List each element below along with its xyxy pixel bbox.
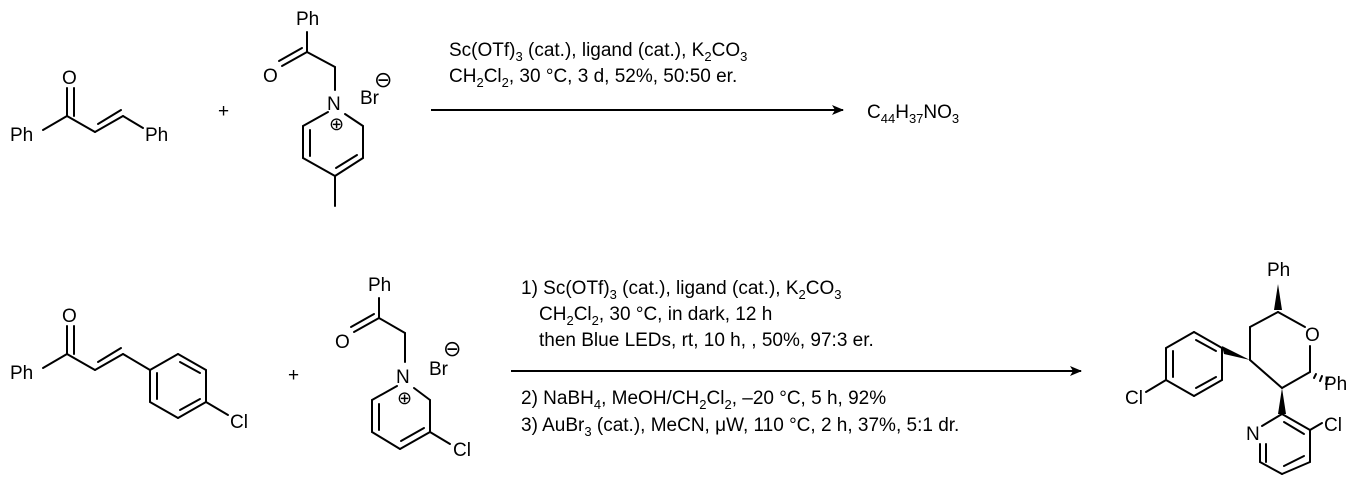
chlorine-label: Cl bbox=[1324, 415, 1342, 436]
tetrahydropyran-product-structure: Ph O Ph Cl N bbox=[1125, 260, 1347, 475]
phenyl-label: Ph bbox=[1324, 374, 1347, 395]
oxygen-label: O bbox=[335, 332, 350, 353]
oxygen-label: O bbox=[1305, 325, 1320, 346]
oxygen-label: O bbox=[263, 66, 278, 87]
chlorine-label: Cl bbox=[1125, 388, 1143, 409]
conditions-line: then Blue LEDs, rt, 10 h, , 50%, 97:3 er… bbox=[539, 330, 874, 351]
conditions-line: CH2Cl2, 30 °C, 3 d, 52%, 50:50 er. bbox=[449, 66, 737, 90]
bromide-label: Br bbox=[360, 88, 380, 109]
pyridinium-salt-structure: Ph O N Br ⊖ ⊕ Cl bbox=[335, 275, 471, 461]
pyridinium-salt-structure: Ph O N Br ⊖ ⊕ bbox=[263, 9, 392, 207]
chlorochalcone-structure: O Ph Cl bbox=[10, 306, 248, 433]
phenyl-label: Ph bbox=[368, 275, 391, 296]
chlorine-label: Cl bbox=[453, 440, 471, 461]
oxygen-label: O bbox=[62, 68, 77, 89]
conditions-line: 1) Sc(OTf)3 (cat.), ligand (cat.), K2CO3 bbox=[521, 278, 842, 302]
positive-charge-icon: ⊕ bbox=[397, 388, 412, 408]
phenyl-label: Ph bbox=[10, 125, 33, 146]
chlorine-label: Cl bbox=[230, 412, 248, 433]
positive-charge-icon: ⊕ bbox=[329, 114, 344, 134]
chalcone-structure: O Ph Ph bbox=[10, 68, 168, 146]
conditions-line: 3) AuBr3 (cat.), MeCN, μW, 110 °C, 2 h, … bbox=[521, 415, 959, 439]
plus-sign: + bbox=[218, 101, 229, 122]
conditions-line: Sc(OTf)3 (cat.), ligand (cat.), K2CO3 bbox=[449, 40, 747, 64]
plus-sign: + bbox=[288, 365, 299, 386]
negative-charge-icon: ⊖ bbox=[374, 67, 392, 92]
product-formula: C44H37NO3 bbox=[867, 102, 959, 126]
conditions-line: 2) NaBH4, MeOH/CH2Cl2, –20 °C, 5 h, 92% bbox=[521, 388, 886, 412]
phenyl-label: Ph bbox=[145, 125, 168, 146]
negative-charge-icon: ⊖ bbox=[443, 336, 461, 361]
bromide-label: Br bbox=[429, 359, 449, 380]
oxygen-label: O bbox=[62, 306, 77, 327]
phenyl-label: Ph bbox=[1267, 260, 1290, 281]
phenyl-label: Ph bbox=[296, 9, 319, 30]
phenyl-label: Ph bbox=[10, 363, 33, 384]
nitrogen-label: N bbox=[1246, 424, 1260, 445]
nitrogen-label: N bbox=[327, 94, 341, 115]
conditions-line: CH2Cl2, 30 °C, in dark, 12 h bbox=[539, 304, 772, 328]
nitrogen-label: N bbox=[396, 367, 410, 388]
